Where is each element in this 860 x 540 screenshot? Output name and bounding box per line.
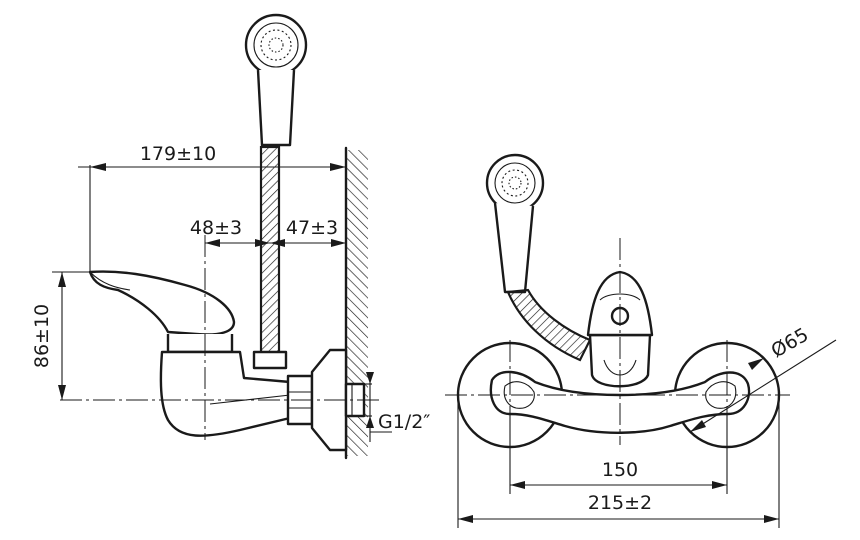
- side-view: 179±10 48±3 47±3 86±10: [31, 13, 430, 460]
- side-shower-head: [244, 13, 308, 147]
- dimension-offset-right-label: 47±3: [286, 217, 338, 239]
- front-cartridge-column: [588, 333, 652, 388]
- dimension-diameter-label: Ø65: [768, 324, 813, 363]
- front-eccentric-left: [503, 381, 535, 409]
- dimension-width-total-label: 179±10: [140, 143, 216, 165]
- front-view: 150 215±2 Ø65: [445, 153, 837, 528]
- dimension-width-front-label: 215±2: [588, 492, 652, 514]
- dimension-centers: 150: [509, 415, 728, 494]
- dimension-centers-label: 150: [602, 459, 638, 481]
- dimension-width-total: 179±10: [78, 143, 346, 272]
- front-eccentric-right: [705, 381, 737, 409]
- dimension-offset-left-label: 48±3: [190, 217, 242, 239]
- dimension-width-front: 215±2: [457, 400, 780, 528]
- front-mixer-body: [489, 370, 751, 434]
- dimension-offset-right: 47±3: [270, 217, 346, 247]
- front-hose: [506, 288, 592, 362]
- front-shower-head: [485, 153, 545, 294]
- dimension-thread: G1/2″: [364, 372, 430, 442]
- dimension-height: 86±10: [31, 271, 92, 400]
- dimension-height-label: 86±10: [31, 304, 53, 368]
- dimension-thread-label: G1/2″: [378, 411, 430, 433]
- side-mixer-body: [88, 270, 366, 452]
- side-hose: [252, 145, 288, 370]
- dimension-offset-left: 48±3: [190, 217, 270, 247]
